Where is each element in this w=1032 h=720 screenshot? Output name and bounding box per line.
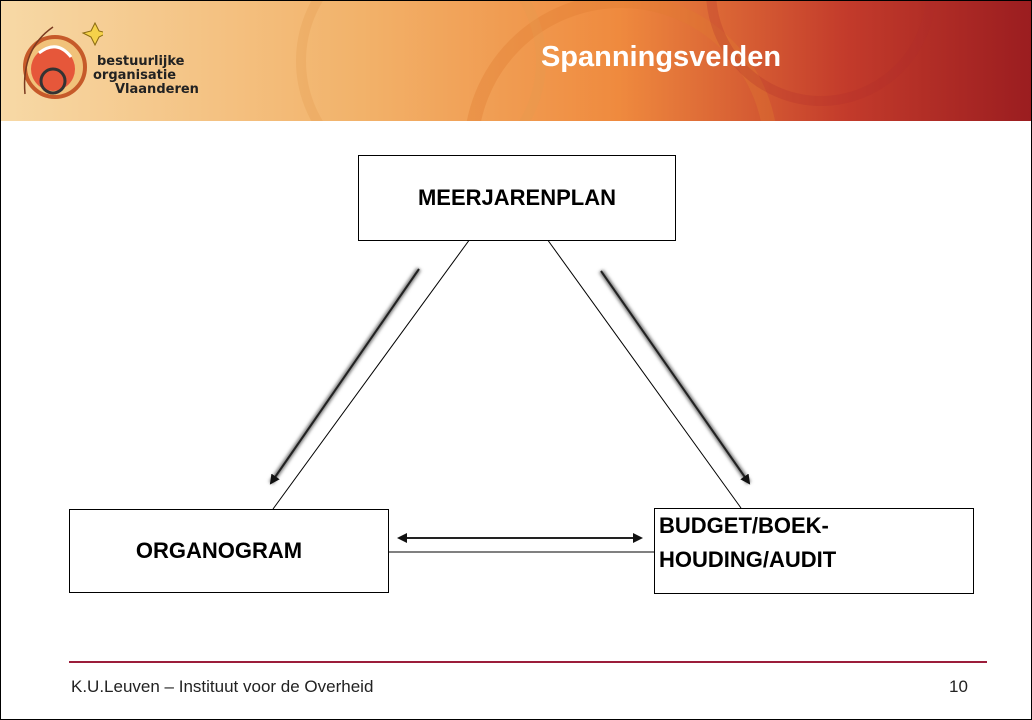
edge-left	[272, 238, 471, 510]
header-banner: bestuurlijke organisatie Vlaanderen Span…	[1, 1, 1031, 121]
node-organogram: ORGANOGRAM	[69, 509, 389, 593]
node-budget-label-line1: BUDGET/BOEK-	[659, 513, 829, 538]
slide-title: Spanningsvelden	[540, 41, 782, 73]
footer-institution: K.U.Leuven – Instituut voor de Overheid	[71, 677, 374, 696]
edge-right	[546, 238, 742, 509]
logo-text-line1: bestuurlijke	[97, 54, 185, 69]
logo-text-line3: Vlaanderen	[115, 82, 199, 97]
logo: bestuurlijke organisatie Vlaanderen	[13, 9, 243, 109]
footer-page-number: 10	[949, 677, 968, 696]
node-budget-label-line2: HOUDING/AUDIT	[659, 547, 837, 572]
node-organogram-label: ORGANOGRAM	[135, 538, 303, 563]
footer-rule	[69, 661, 987, 663]
logo-text-line2: organisatie	[93, 68, 177, 83]
logo-emblem-icon	[23, 21, 103, 99]
node-meerjarenplan: MEERJARENPLAN	[358, 155, 676, 241]
node-budget: BUDGET/BOEK- HOUDING/AUDIT	[654, 508, 974, 594]
arrow-top-to-right	[598, 269, 752, 485]
banner-decoration	[296, 1, 936, 121]
node-meerjarenplan-label: MEERJARENPLAN	[417, 185, 617, 210]
arrow-top-to-left	[268, 267, 422, 485]
